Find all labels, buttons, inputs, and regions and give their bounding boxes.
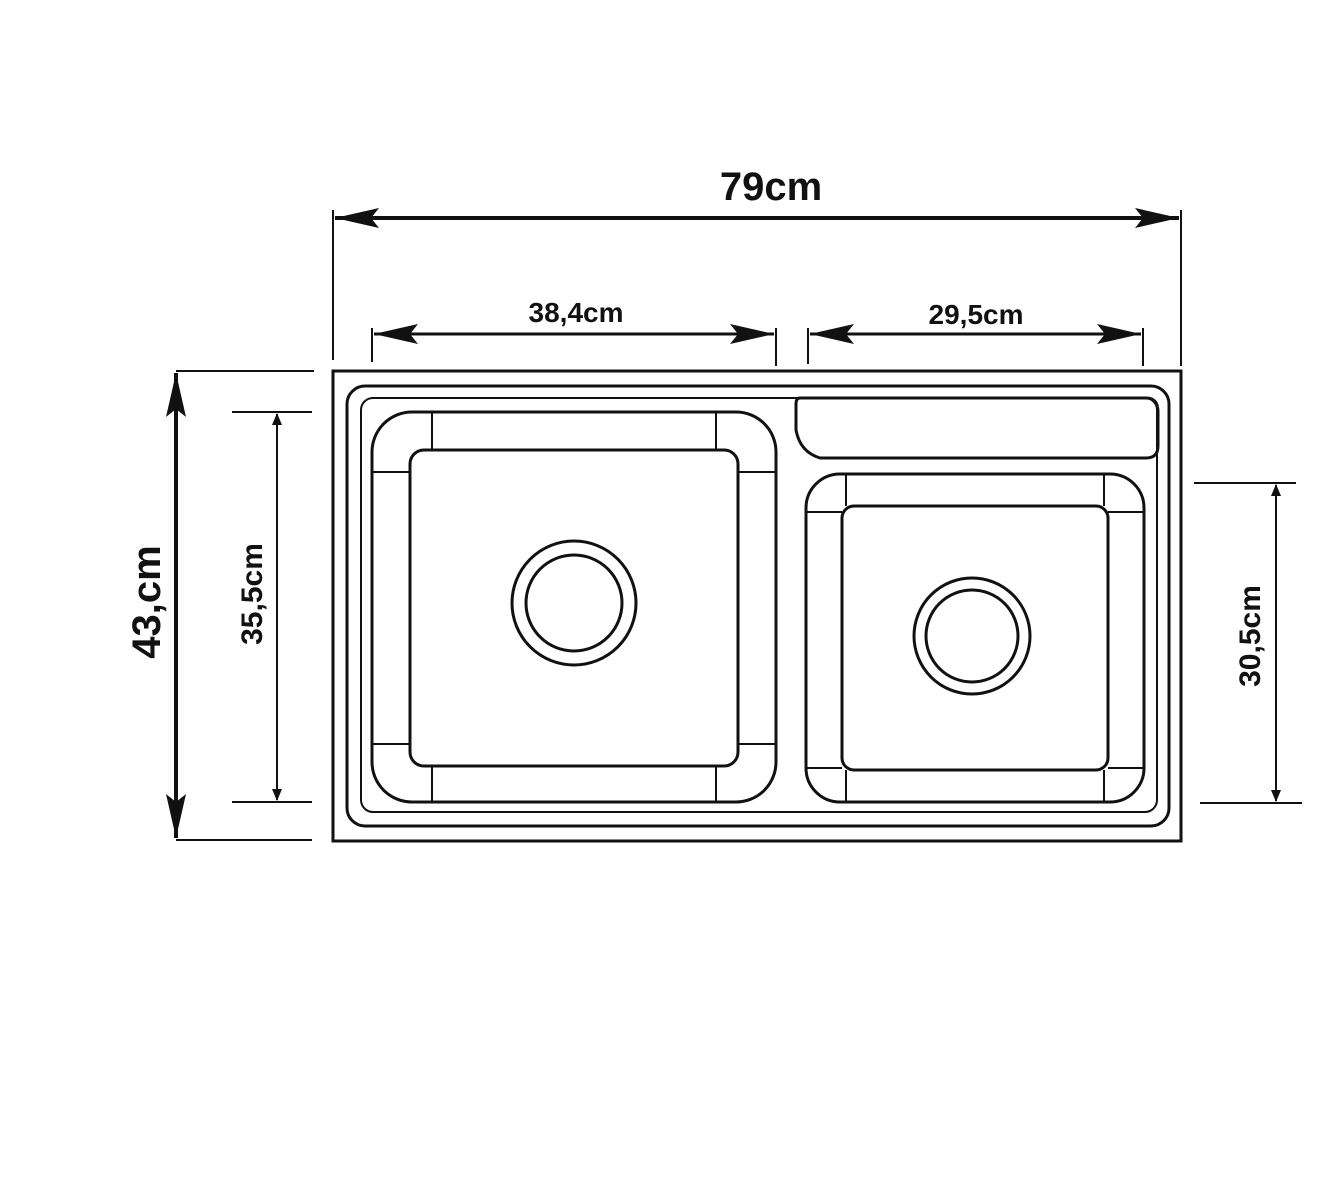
left-bowl-outer (370, 410, 778, 804)
overall-depth-dimension (166, 370, 314, 841)
sink-outline (331, 369, 1183, 843)
right-bowl-width-dimension (807, 324, 1144, 366)
right-bowl (804, 472, 1146, 804)
right-drain-inner (924, 588, 1020, 684)
right-bowl-depth-dimension (1194, 482, 1302, 804)
sink-outer-frame (331, 369, 1183, 843)
sink-rim-inner (360, 397, 1158, 813)
right-bowl-inner (840, 504, 1110, 772)
right-bowl-width-label: 29,5cm (929, 299, 1024, 330)
left-bowl-depth-dimension (232, 411, 312, 803)
left-bowl-width-dimension (371, 324, 777, 366)
left-drain-inner (524, 553, 624, 653)
overall-depth-label: 43,cm (125, 545, 169, 658)
left-drain-outer (510, 539, 638, 667)
left-bowl-inner (408, 448, 740, 768)
sink-rim-outer (345, 384, 1171, 828)
left-bowl (370, 410, 778, 804)
right-drain-outer (912, 576, 1032, 696)
right-bowl-depth-label: 30,5cm (1234, 585, 1267, 687)
left-bowl-width-label: 38,4cm (529, 297, 624, 328)
right-bowl-outer (804, 472, 1146, 804)
left-bowl-depth-label: 35,5cm (236, 543, 269, 645)
overall-width-label: 79cm (720, 165, 822, 209)
overall-width-dimension (332, 208, 1182, 366)
drainboard-shelf (794, 396, 1160, 460)
